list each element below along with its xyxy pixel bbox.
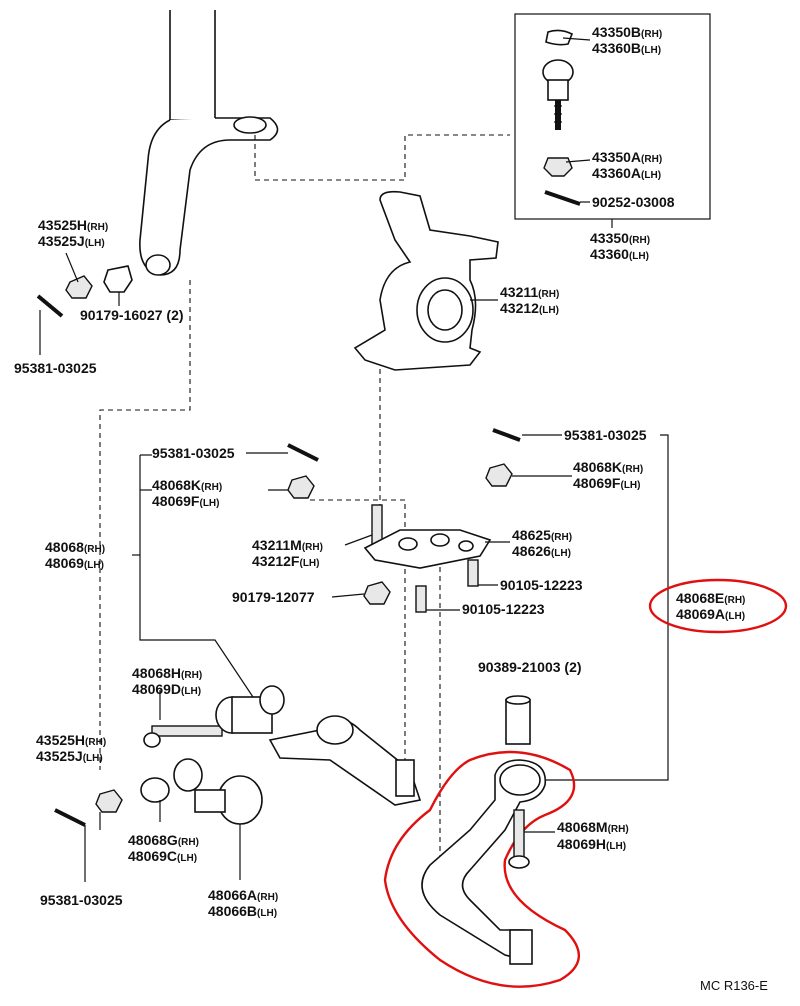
highlight-circle-arm [383,750,581,988]
bolt-48068M-part [508,809,530,869]
upper-arm-bushing-part [215,685,285,734]
nut-mid [287,475,315,499]
nut-90179-12077 [363,581,391,605]
label-95381-mid: 95381-03025 [152,445,235,461]
cotter-pin-mid [287,443,319,462]
bolt-90105-a [467,559,479,587]
cotter-pin-lower-left [54,808,86,827]
label-48068K-mid: 48068K(RH) [152,477,222,493]
castle-nut-part [543,157,573,177]
label-43350A: 43350A(RH) [592,149,662,165]
highlight-circle-label [648,578,788,634]
label-48068G: 48068G(RH) [128,832,199,848]
label-43211: 43211(RH) [500,284,559,300]
label-95381-bot: 95381-03025 [40,892,123,908]
bolt-90105-b [415,585,427,613]
label-95381-right: 95381-03025 [564,427,647,443]
label-43212F: 43212F(LH) [252,553,319,569]
label-43525J-bot: 43525J(LH) [36,748,103,764]
washer-nut-upper [103,265,133,293]
label-43350: 43350(RH) [590,230,650,246]
strut-part [139,10,279,276]
bracket-48625-part [363,529,492,569]
label-43212: 43212(LH) [500,300,559,316]
label-48069F-right: 48069F(LH) [573,475,640,491]
washer-lower-left [140,777,170,803]
label-48068E: 48068E(RH) [676,590,745,606]
label-48625: 48625(RH) [512,527,572,543]
label-43350B: 43350B(RH) [592,24,662,40]
label-95381-top-left: 95381-03025 [14,360,97,376]
label-90179-16027: 90179-16027 (2) [80,307,184,323]
label-43525H-top: 43525H(RH) [38,217,108,233]
upper-arm-bolt-part [143,725,223,748]
diagram-code: MC R136-E [700,978,768,993]
label-90252-03008: 90252-03008 [592,194,675,210]
label-43360: 43360(LH) [590,246,649,262]
label-90389: 90389-21003 (2) [478,659,582,675]
label-48068K-right: 48068K(RH) [573,459,643,475]
label-48068M: 48068M(RH) [557,819,629,835]
bushing-48068G-part [173,758,263,825]
nut-right [485,463,513,487]
label-48069: 48069(LH) [45,555,104,571]
label-43360A: 43360A(LH) [592,165,661,181]
label-48069C: 48069C(LH) [128,848,197,864]
label-48066B: 48066B(LH) [208,903,277,919]
label-48068H: 48068H(RH) [132,665,202,681]
snap-ring-part [545,29,574,46]
label-48069F-mid: 48069F(LH) [152,493,219,509]
label-43525J-top: 43525J(LH) [38,233,105,249]
label-48066A: 48066A(RH) [208,887,278,903]
cotter-pin-part [544,190,581,206]
label-48069A: 48069A(LH) [676,606,745,622]
label-48068: 48068(RH) [45,539,105,555]
label-48626: 48626(LH) [512,543,571,559]
label-43525H-bot: 43525H(RH) [36,732,106,748]
label-48069D: 48069D(LH) [132,681,201,697]
upper-arm-part [268,715,422,806]
label-43211M: 43211M(RH) [252,537,323,553]
stud-bolt-part [371,504,383,546]
label-43360B: 43360B(LH) [592,40,661,56]
cotter-pin-upper-left [36,294,64,318]
cotter-pin-right [492,428,521,442]
label-90105-a: 90105-12223 [500,577,583,593]
nut-upper-left [65,275,93,299]
nut-lower-left [95,789,123,813]
steering-knuckle-part [353,190,499,371]
ball-joint-part [542,59,574,130]
label-90179-12077: 90179-12077 [232,589,315,605]
label-48069H: 48069H(LH) [557,836,626,852]
sleeve-90389-part [505,695,531,745]
label-90105-b: 90105-12223 [462,601,545,617]
